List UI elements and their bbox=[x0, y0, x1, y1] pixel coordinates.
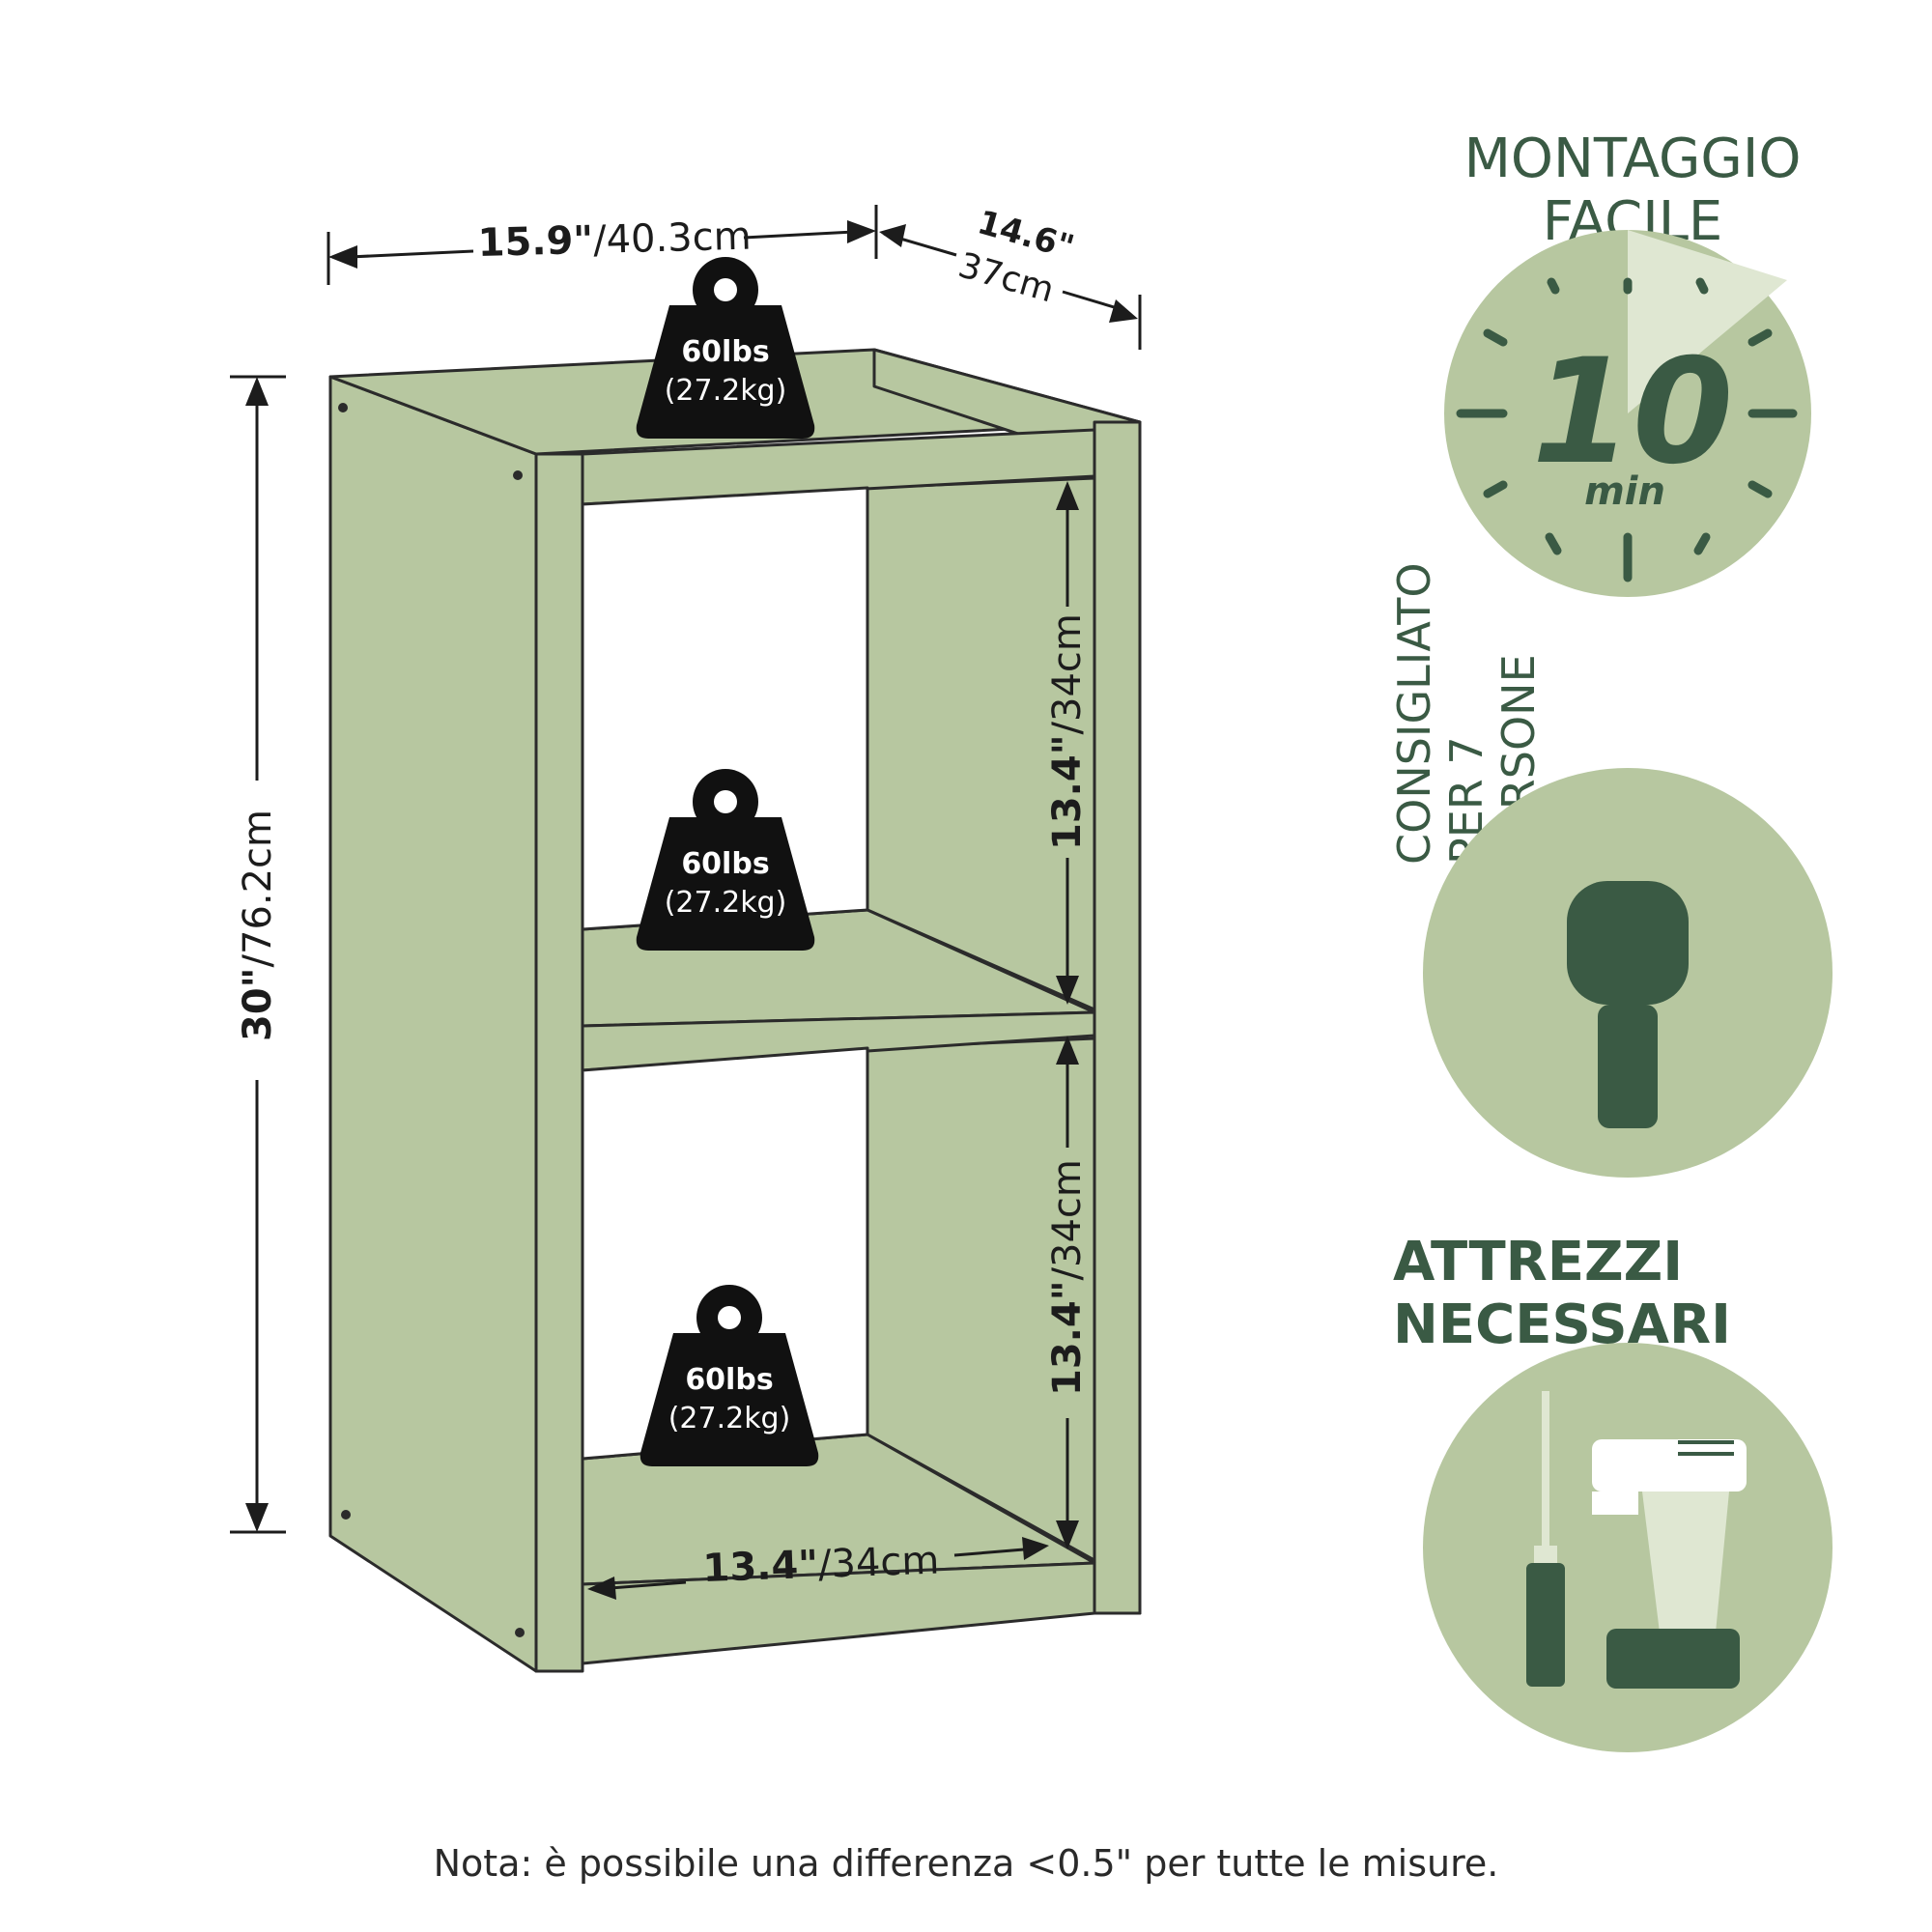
weight-lbs-label: 60lbs bbox=[681, 847, 769, 881]
shelf-front-bottom-rail bbox=[581, 1561, 1096, 1665]
tools-title-line1: ATTREZZI bbox=[1393, 1231, 1683, 1293]
screw-dot bbox=[513, 470, 523, 480]
upper-cube-label: 13.4"/34cm bbox=[1045, 613, 1090, 850]
screwdriver-icon bbox=[1526, 1391, 1565, 1687]
arrowhead-depth-right bbox=[1109, 299, 1138, 323]
shelf-front-middle-rail bbox=[581, 1010, 1096, 1072]
arrowhead-left bbox=[328, 245, 357, 269]
shelf-upper-opening bbox=[581, 486, 869, 931]
width-label: 15.9"/40.3cm bbox=[477, 214, 752, 266]
inner-width-line-left bbox=[610, 1580, 687, 1590]
arrowhead-inner-left bbox=[587, 1577, 616, 1600]
width-line-right bbox=[743, 230, 855, 240]
arrowhead-height-top bbox=[245, 377, 269, 406]
weight-lbs-label: 60lbs bbox=[681, 335, 769, 369]
timer-unit: min bbox=[1584, 469, 1665, 514]
timer-value: 10 bbox=[1532, 328, 1734, 497]
inner-width-label: 13.4"/34cm bbox=[702, 1538, 940, 1591]
arrowhead-inner-right bbox=[1022, 1537, 1049, 1560]
arrowhead-right bbox=[847, 220, 876, 243]
shelf-left-side-panel bbox=[328, 375, 538, 1673]
inner-width-line-right bbox=[953, 1548, 1025, 1557]
screw-dot bbox=[341, 1510, 351, 1520]
weight-icon: 60lbs (27.2kg) bbox=[636, 257, 815, 439]
arrowhead-depth-left bbox=[879, 224, 906, 247]
screw-dot bbox=[338, 403, 348, 412]
arrowhead-upper-top bbox=[1056, 481, 1079, 510]
shelf-front-left-post bbox=[534, 452, 584, 1673]
weight-kg-label: (27.2kg) bbox=[665, 374, 787, 408]
height-label: 30"/76.2cm bbox=[236, 810, 280, 1041]
arrowhead-lower-bottom bbox=[1056, 1520, 1079, 1549]
weight-icon: 60lbs (27.2kg) bbox=[639, 1285, 819, 1466]
assembly-title-line1: MONTAGGIO bbox=[1464, 128, 1802, 190]
screw-dot bbox=[515, 1628, 525, 1637]
shelf-screws bbox=[338, 403, 525, 1637]
drill-icon bbox=[1592, 1439, 1747, 1689]
weight-lbs-label: 60lbs bbox=[685, 1363, 773, 1397]
arrowhead-lower-top bbox=[1056, 1036, 1079, 1065]
weight-icon: 60lbs (27.2kg) bbox=[636, 769, 815, 951]
tools-icon bbox=[1423, 1343, 1833, 1752]
width-line-left bbox=[349, 249, 474, 259]
shelf-lower-opening bbox=[581, 1046, 869, 1461]
lower-cube-label: 13.4"/34cm bbox=[1045, 1159, 1090, 1396]
weight-kg-label: (27.2kg) bbox=[668, 1402, 791, 1435]
tools-title-line2: NECESSARI bbox=[1393, 1293, 1731, 1356]
arrowhead-upper-bottom bbox=[1056, 976, 1079, 1005]
arrowhead-height-bottom bbox=[245, 1503, 269, 1532]
dimension-lines bbox=[230, 205, 1142, 1600]
person-icon bbox=[1423, 768, 1833, 1178]
weight-kg-label: (27.2kg) bbox=[665, 886, 787, 920]
shelf-front-right-post bbox=[1093, 420, 1142, 1615]
timer-icon: 10 min bbox=[1444, 230, 1811, 597]
shelf-front-top-rail bbox=[581, 428, 1096, 506]
cube-shelf bbox=[328, 348, 1142, 1673]
people-label-line1: CONSIGLIATO bbox=[1388, 562, 1440, 865]
depth-line-b bbox=[1062, 290, 1122, 311]
measurement-note: Nota: è possibile una differenza <0.5" p… bbox=[434, 1842, 1499, 1885]
